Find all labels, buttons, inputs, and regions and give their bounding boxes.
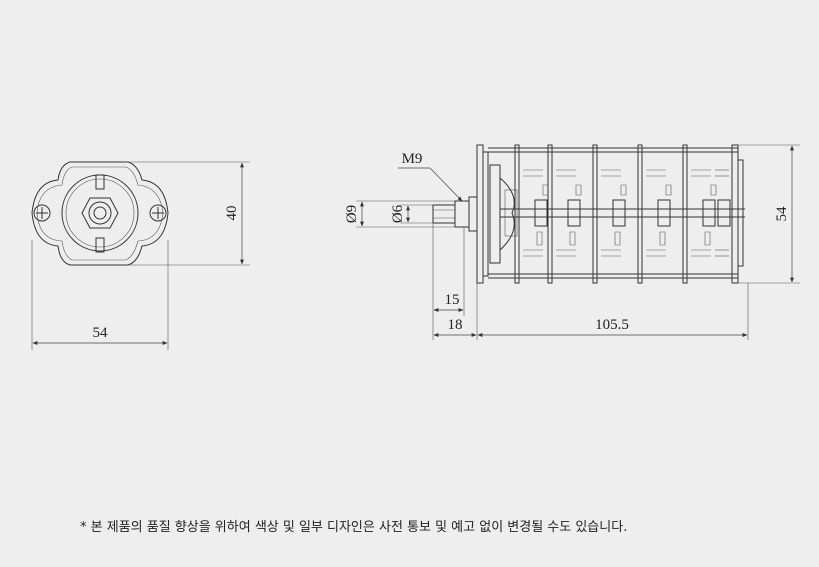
length-15-label: 15 [445,292,460,308]
front-dimensions: 54 40 [31,161,250,350]
screw-left-icon [33,204,51,222]
switch-decks [514,144,731,284]
front-view [31,161,169,266]
screw-right-icon [149,204,167,222]
front-width-label: 54 [93,325,109,341]
shaft-dia-label: Ø9 [344,205,360,223]
side-dimensions: M9 Ø9 Ø6 15 18 105.5 54 [344,144,800,340]
front-height-label: 40 [224,206,240,221]
disclaimer-note: * 본 제품의 품질 향상을 위하여 색상 및 일부 디자인은 사전 통보 및 … [80,520,628,535]
body-length-label: 105.5 [595,317,629,333]
side-view [432,144,745,284]
length-18-label: 18 [448,317,463,333]
body-height-label: 54 [774,206,790,222]
thread-label: M9 [402,151,423,167]
inner-dia-label: Ø6 [390,204,406,223]
